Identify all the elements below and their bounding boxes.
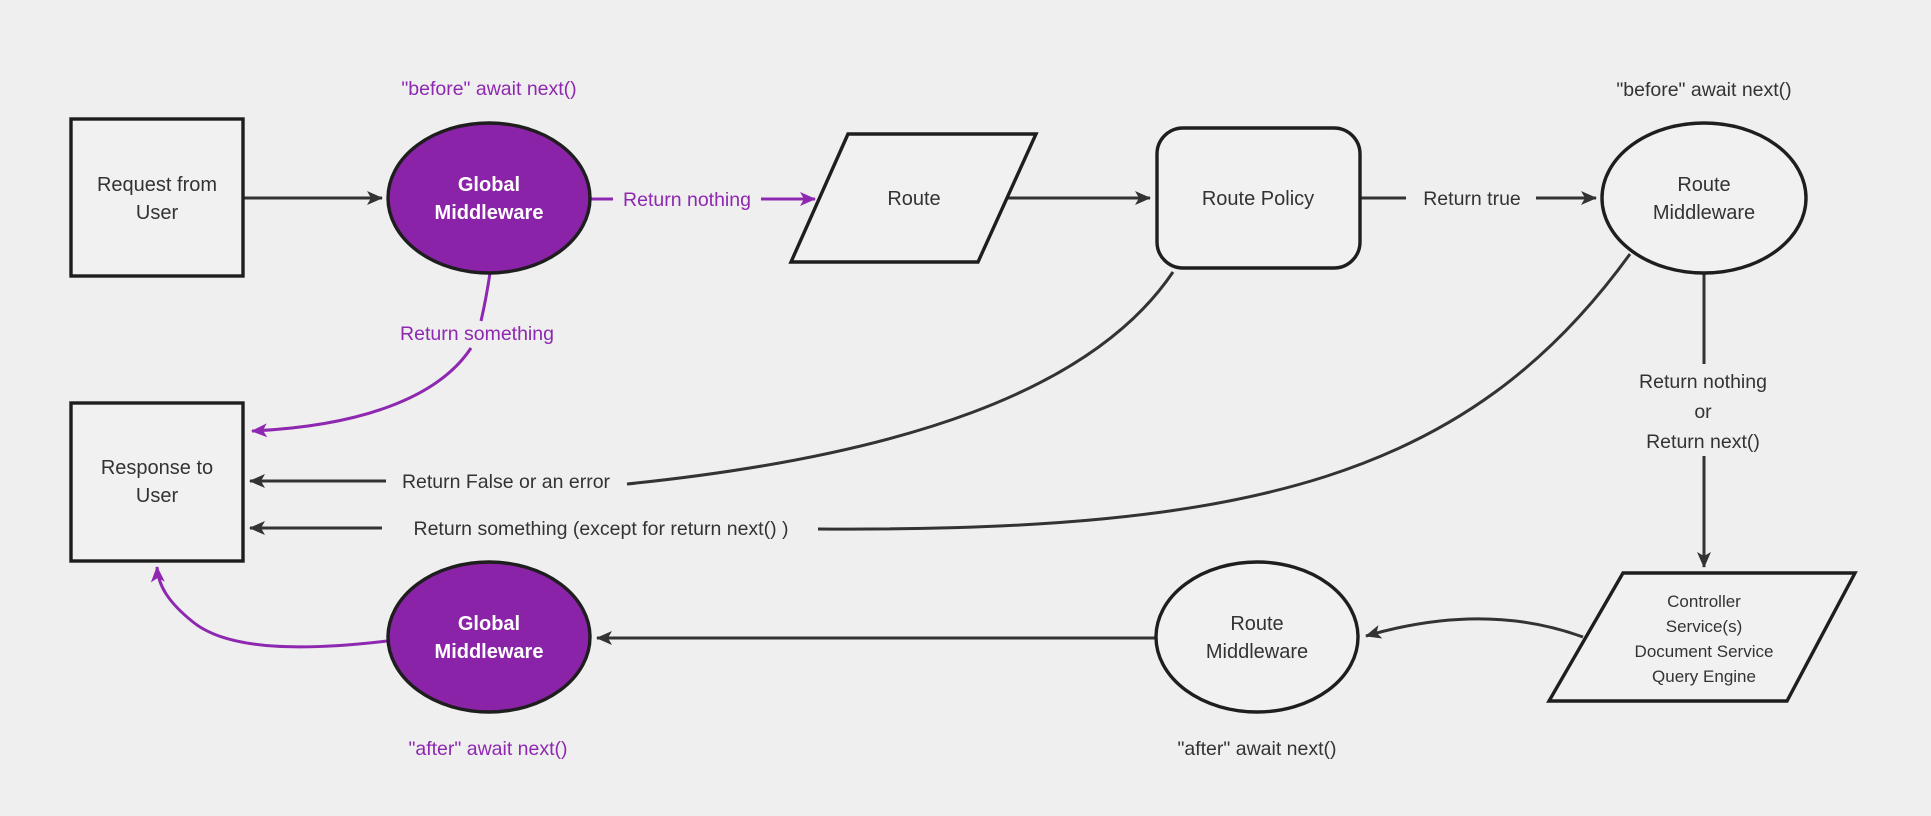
node-route: Route bbox=[788, 132, 1039, 264]
edge-return-false-curve bbox=[626, 271, 1175, 486]
node-response-to-user: Response to User bbox=[69, 401, 245, 563]
node-route-policy: Route Policy bbox=[1155, 126, 1362, 270]
node-request-from-user: Request from User bbox=[69, 117, 245, 278]
response-label-line2: User bbox=[136, 485, 179, 507]
route-label: Route bbox=[887, 188, 940, 210]
label-return-something-except: Return something (except for return next… bbox=[414, 518, 789, 540]
route-policy-label: Route Policy bbox=[1202, 188, 1314, 210]
controller-label-line4: Query Engine bbox=[1652, 667, 1756, 686]
edge-return-something-except-curve bbox=[817, 253, 1632, 531]
label-before-await-route: "before" await next() bbox=[1616, 79, 1791, 101]
controller-label-line3: Document Service bbox=[1635, 642, 1774, 661]
label-return-block-line1: Return nothing bbox=[1639, 371, 1767, 393]
global-middleware-top-label-line2: Middleware bbox=[435, 202, 544, 224]
controller-parallelogram bbox=[1546, 571, 1858, 703]
node-global-middleware-top: Global Middleware bbox=[386, 121, 592, 275]
global-middleware-bottom-ellipse bbox=[386, 560, 592, 714]
node-global-middleware-bottom: Global Middleware bbox=[386, 560, 592, 714]
request-label-line2: User bbox=[136, 202, 179, 224]
route-middleware-bottom-ellipse bbox=[1154, 560, 1360, 714]
edge-controller-to-route-middleware-bottom bbox=[1365, 617, 1584, 639]
label-return-something: Return something bbox=[400, 323, 554, 345]
label-return-nothing: Return nothing bbox=[623, 189, 751, 211]
route-middleware-bottom-label-line2: Middleware bbox=[1206, 641, 1308, 663]
label-return-block-line3: Return next() bbox=[1646, 431, 1760, 453]
route-parallelogram bbox=[788, 132, 1039, 264]
edge-return-something-arrow bbox=[251, 347, 473, 438]
edge-return-something-stub bbox=[479, 272, 492, 322]
edge-global-middleware-to-response bbox=[150, 566, 388, 649]
label-return-block-line2: or bbox=[1694, 401, 1712, 423]
label-after-await-route: "after" await next() bbox=[1177, 738, 1336, 760]
route-middleware-bottom-label-line1: Route bbox=[1230, 613, 1283, 635]
global-middleware-bottom-label-line1: Global bbox=[458, 613, 520, 635]
label-after-await-global: "after" await next() bbox=[408, 738, 567, 760]
label-before-await-global: "before" await next() bbox=[401, 78, 576, 100]
request-box bbox=[69, 117, 245, 278]
node-route-middleware-bottom: Route Middleware bbox=[1154, 560, 1360, 714]
label-return-false-or-error: Return False or an error bbox=[402, 471, 611, 493]
route-policy-box bbox=[1155, 126, 1362, 270]
controller-label-line2: Service(s) bbox=[1666, 617, 1743, 636]
global-middleware-top-ellipse bbox=[386, 121, 592, 275]
label-return-true: Return true bbox=[1423, 188, 1521, 210]
node-route-middleware-top: Route Middleware bbox=[1600, 121, 1808, 275]
request-label-line1: Request from bbox=[97, 174, 217, 196]
route-middleware-top-label-line2: Middleware bbox=[1653, 202, 1755, 224]
global-middleware-bottom-label-line2: Middleware bbox=[435, 641, 544, 663]
controller-label-line1: Controller bbox=[1667, 592, 1741, 611]
global-middleware-top-label-line1: Global bbox=[458, 174, 520, 196]
node-controller-services: Controller Service(s) Document Service Q… bbox=[1546, 571, 1858, 703]
response-label-line1: Response to bbox=[101, 457, 213, 479]
route-middleware-top-label-line1: Route bbox=[1677, 174, 1730, 196]
route-middleware-top-ellipse bbox=[1600, 121, 1808, 275]
response-box bbox=[69, 401, 245, 563]
